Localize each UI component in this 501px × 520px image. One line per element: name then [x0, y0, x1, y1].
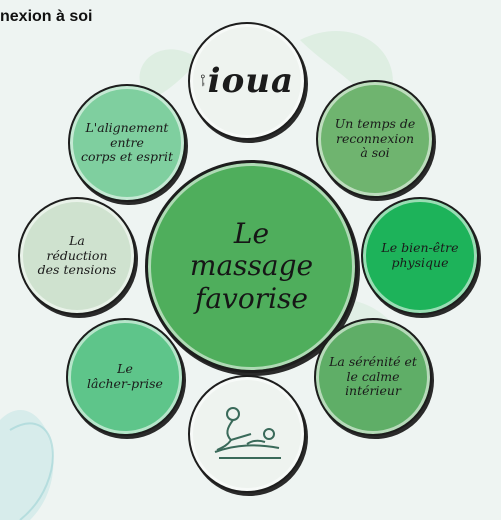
- key-icon: [200, 74, 205, 87]
- bubble-tensions: La réduction des tensions: [18, 197, 136, 315]
- bubble-alignement: L'alignement entre corps et esprit: [68, 84, 186, 202]
- bubble-reconnexion-text: Un temps de reconnexion à soi: [334, 115, 416, 161]
- logo-text: ioua: [207, 60, 294, 101]
- bubble-bien-etre: Le bien-être physique: [361, 197, 479, 315]
- bubble-lacher-prise: Le lâcher-prise: [66, 318, 184, 436]
- center-bubble: Le massage favorise: [145, 160, 358, 373]
- bubble-tensions-text: La réduction des tensions: [37, 232, 117, 278]
- massage-icon: [214, 407, 281, 459]
- page-title: nexion à soi: [0, 8, 93, 25]
- bubble-bien-etre-text: Le bien-être physique: [381, 240, 459, 270]
- bubble-lacher-prise-text: Le lâcher-prise: [87, 361, 163, 391]
- massage-bubble: [188, 375, 306, 493]
- logo-bubble: ioua: [188, 22, 306, 140]
- bubble-serenite-text: La sérénité et le calme intérieur: [329, 353, 417, 399]
- bubble-reconnexion: Un temps de reconnexion à soi: [316, 80, 434, 198]
- center-text: Le massage favorise: [189, 217, 314, 315]
- bubble-alignement-text: L'alignement entre corps et esprit: [80, 119, 174, 165]
- bubble-serenite: La sérénité et le calme intérieur: [314, 318, 432, 436]
